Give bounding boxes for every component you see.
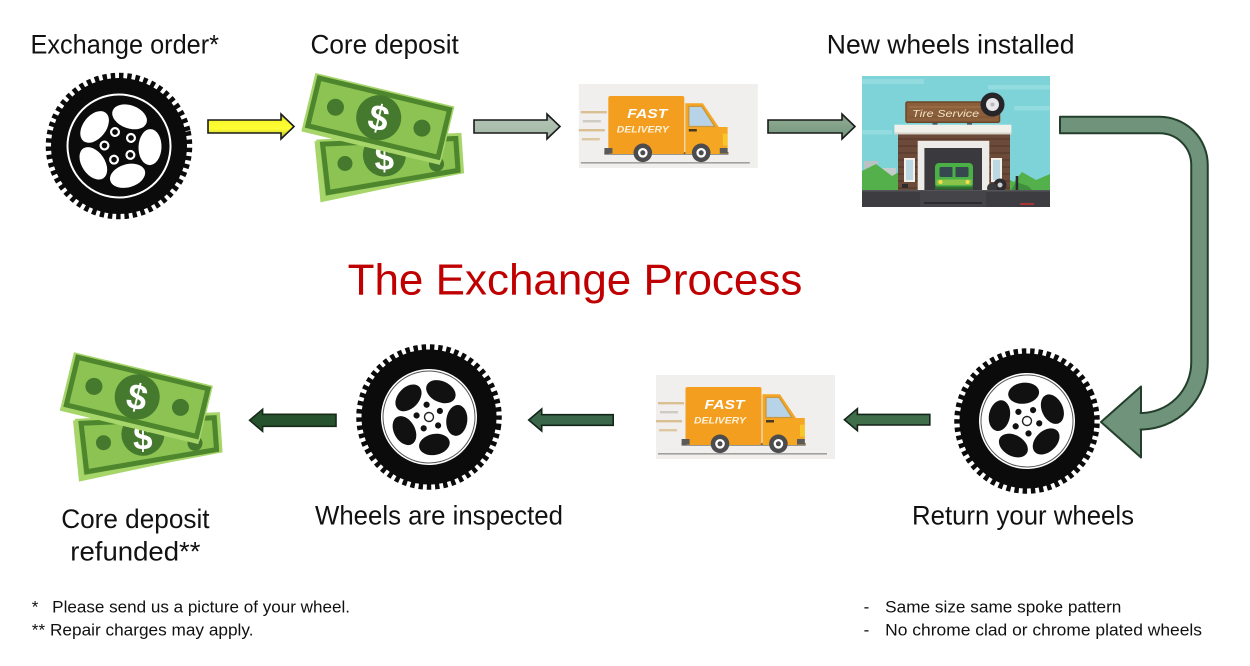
svg-text:** Repair charges may apply.: ** Repair charges may apply. <box>32 621 254 640</box>
svg-text:Exchange order*: Exchange order* <box>31 30 220 60</box>
svg-text:No chrome clad or chrome plate: No chrome clad or chrome plated wheels <box>885 621 1202 640</box>
svg-text:-: - <box>864 598 870 617</box>
svg-text:*: * <box>32 598 39 617</box>
svg-text:Return your wheels: Return your wheels <box>912 501 1134 531</box>
svg-text:Core deposit: Core deposit <box>61 504 210 534</box>
svg-text:-: - <box>864 621 870 640</box>
svg-text:Core deposit: Core deposit <box>311 30 460 60</box>
svg-text:New wheels installed: New wheels installed <box>827 30 1075 60</box>
svg-text:Wheels are inspected: Wheels are inspected <box>315 501 563 531</box>
svg-text:The Exchange Process: The Exchange Process <box>348 256 803 305</box>
svg-text:refunded**: refunded** <box>70 536 201 566</box>
svg-text:Same size same spoke pattern: Same size same spoke pattern <box>885 598 1121 617</box>
svg-text:Please send us a picture of yo: Please send us a picture of your wheel. <box>52 598 350 617</box>
